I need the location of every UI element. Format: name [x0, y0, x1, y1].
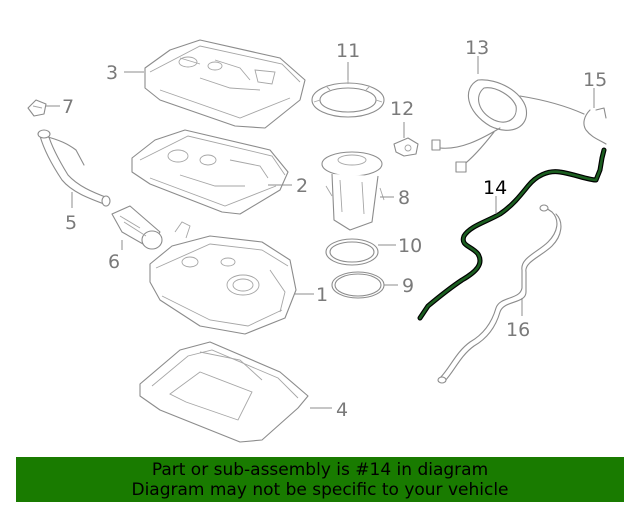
part-4-skid-plate: [139, 341, 309, 443]
callout-5: 5: [65, 212, 77, 234]
part-7-clip: [27, 99, 47, 117]
callout-9: 9: [402, 275, 414, 297]
part-8-fuel-pump: [321, 151, 385, 231]
callout-6: 6: [108, 251, 120, 273]
callout-12: 12: [390, 98, 414, 120]
callout-15: 15: [583, 69, 607, 91]
part-1-fuel-tank: [149, 221, 297, 335]
part-5-filler-pipe: [37, 129, 111, 207]
part-9-o-ring: [331, 271, 385, 299]
part-13-wiring-harness: [431, 79, 585, 173]
part-3-heat-shield: [144, 39, 306, 129]
callout-16: 16: [506, 319, 530, 341]
callout-10: 10: [398, 235, 422, 257]
callout-2: 2: [296, 175, 308, 197]
parts-diagram: 3 2 7 5 6: [27, 37, 607, 443]
part-10-seal: [325, 238, 379, 266]
notice-banner: Part or sub-assembly is #14 in diagram D…: [16, 457, 624, 502]
part-6-filler-neck: [111, 205, 163, 250]
callout-4: 4: [336, 399, 348, 421]
callout-1: 1: [316, 284, 328, 306]
part-16-vapor-line: [437, 204, 562, 384]
part-12-bracket: [393, 137, 419, 157]
part-15-clip: [583, 107, 607, 145]
part-14-fuel-line-highlighted: [417, 147, 607, 321]
callout-14: 14: [483, 177, 507, 199]
callout-7: 7: [62, 96, 74, 118]
callout-11: 11: [336, 40, 360, 62]
part-11-lock-ring: [311, 80, 385, 118]
banner-line-1: Part or sub-assembly is #14 in diagram: [151, 459, 489, 480]
callout-8: 8: [398, 187, 410, 209]
callout-13: 13: [465, 37, 489, 59]
banner-line-2: Diagram may not be specific to your vehi…: [131, 479, 509, 500]
callout-3: 3: [106, 62, 118, 84]
part-2-heat-shield: [131, 129, 289, 215]
